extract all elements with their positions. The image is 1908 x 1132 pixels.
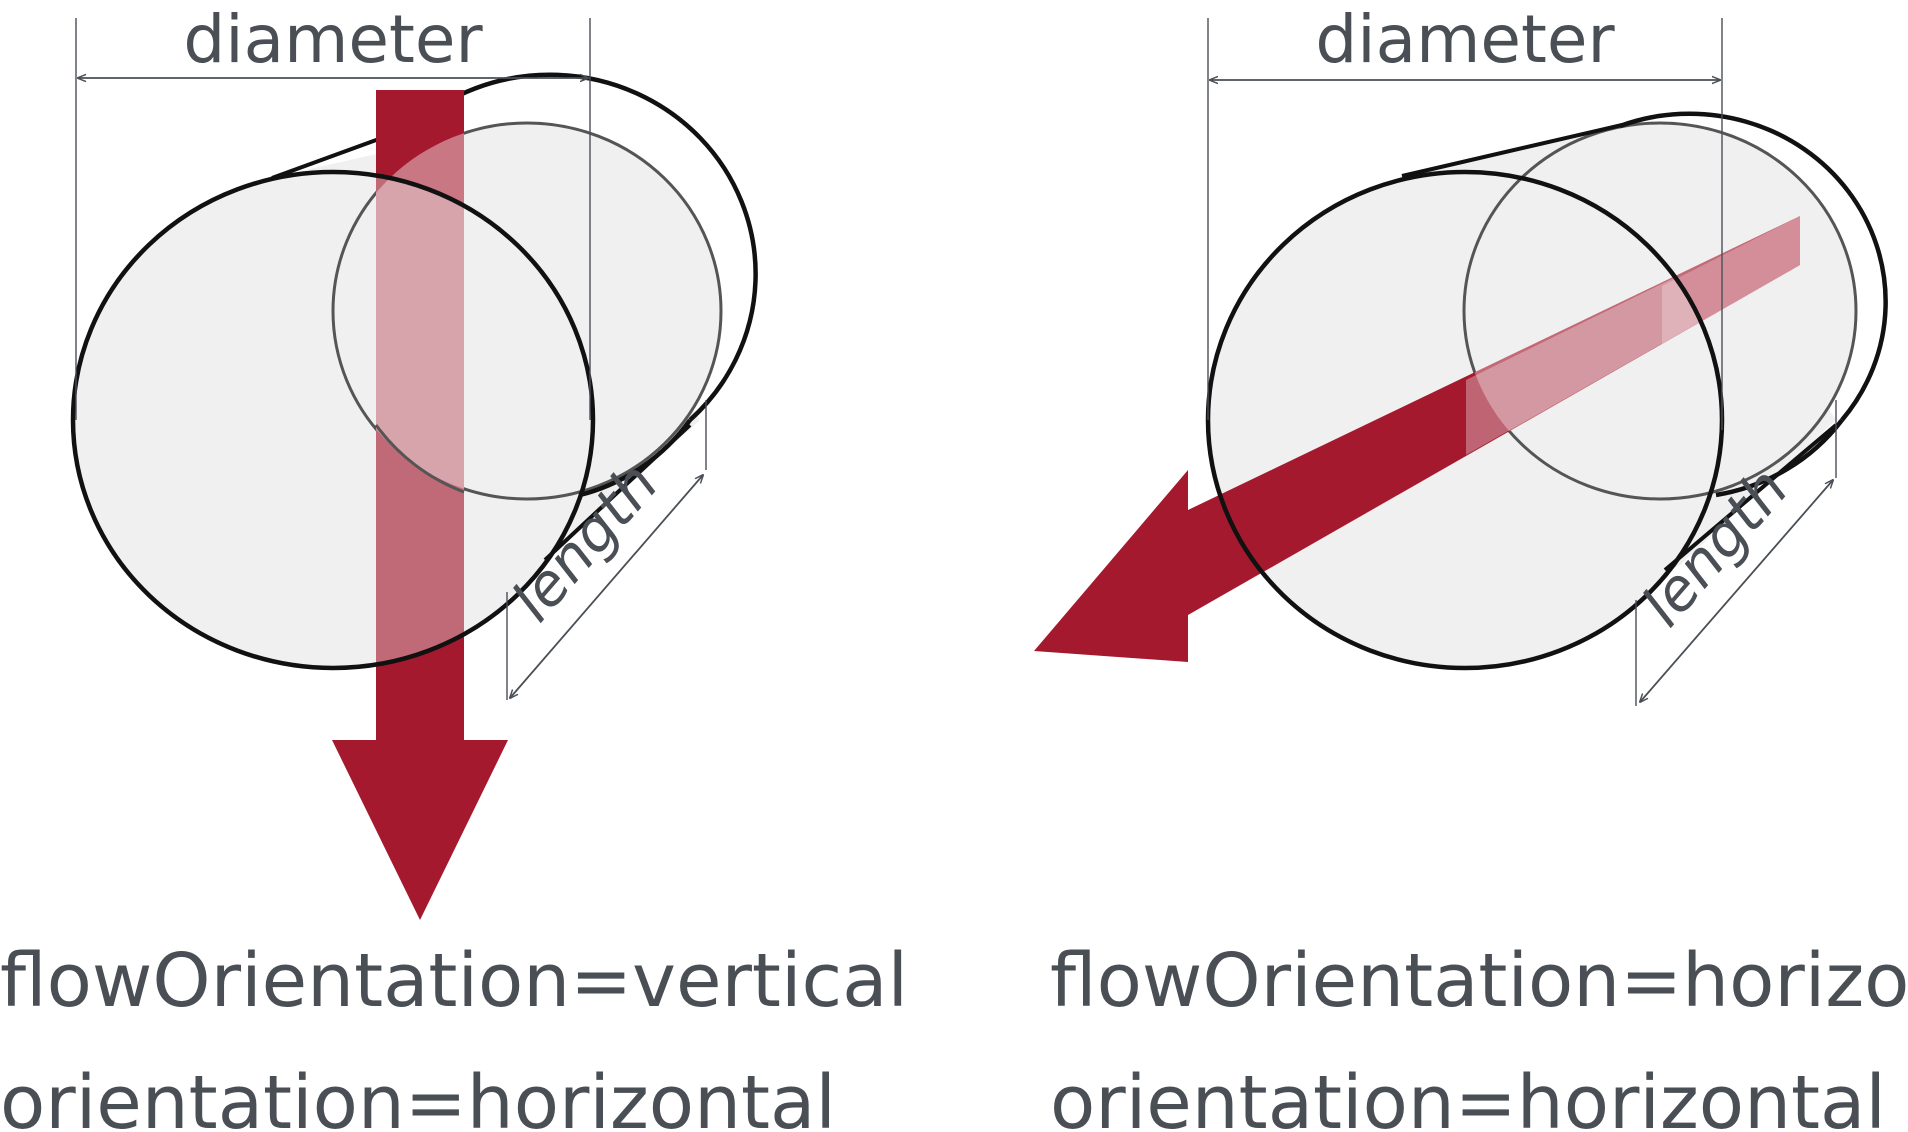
flow-orientation-caption: flowOrientation=vertical (0, 938, 908, 1024)
orientation-caption: orientation=horizontal (1050, 1060, 1886, 1132)
flow-arrow-vertical (70, 90, 596, 920)
horizontal-flow-diagram: diameter length flowOrientation=horizont… (1034, 1, 1908, 1132)
diameter-dimension-right: diameter (1207, 1, 1723, 430)
vertical-flow-diagram: diameter length flowOrientation=vertical… (0, 1, 908, 1132)
flow-arrow-horizontal (1034, 169, 1800, 671)
diameter-label: diameter (1315, 1, 1615, 78)
orientation-caption: orientation=horizontal (0, 1060, 836, 1132)
diameter-dimension-left: diameter (75, 1, 591, 420)
flow-orientation-caption: flowOrientation=horizontal (1050, 938, 1908, 1024)
diameter-label: diameter (183, 1, 483, 78)
